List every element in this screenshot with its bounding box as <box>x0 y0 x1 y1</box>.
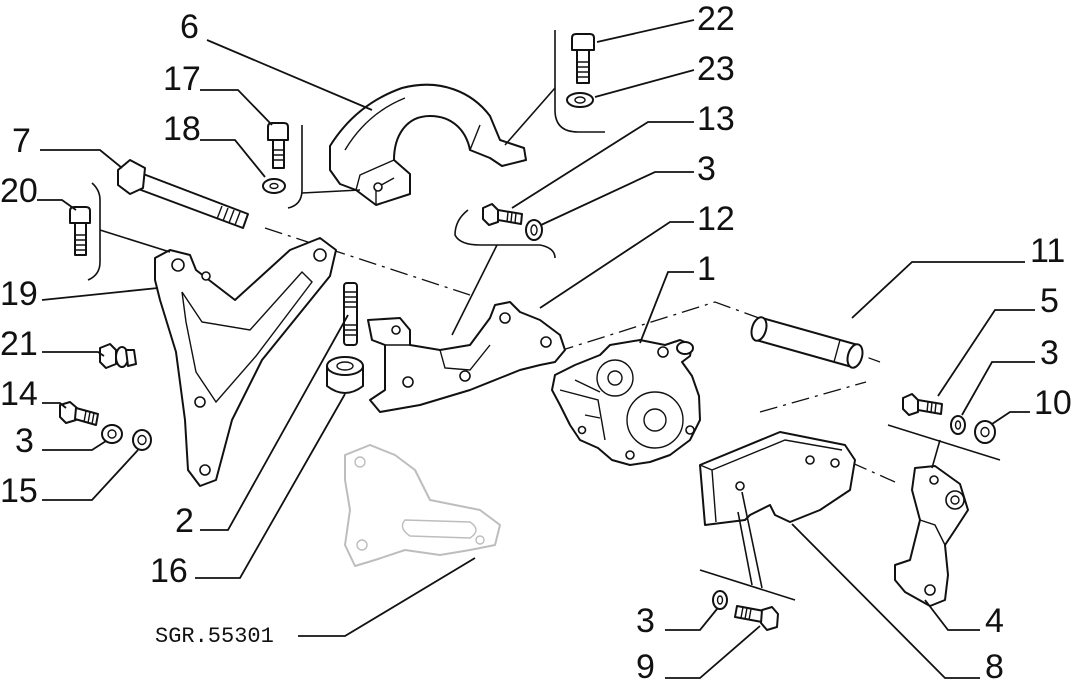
group-pointer-22-23 <box>504 87 556 146</box>
part-19-support-bracket <box>154 237 337 487</box>
callout-3-right: 3 <box>1040 334 1059 372</box>
group-line-3-9 <box>699 569 796 601</box>
leader-line-1 <box>639 271 694 344</box>
leader-line-8 <box>791 523 980 679</box>
group-line-22-23 <box>554 30 605 133</box>
group-line-17-18 <box>287 125 303 209</box>
callout-14: 14 <box>0 375 38 413</box>
part-21-nut-and-washer <box>99 343 137 369</box>
leader-line-3-upper <box>540 171 694 226</box>
part-10-washer <box>974 420 996 444</box>
leader-line-reference <box>298 557 476 637</box>
callout-3-left: 3 <box>15 422 34 460</box>
part-16-bushing <box>326 356 364 394</box>
callout-3-upper: 3 <box>697 150 716 188</box>
callout-17: 17 <box>163 60 201 98</box>
leader-line-12 <box>539 221 694 309</box>
callout-5: 5 <box>1040 282 1059 320</box>
callout-16: 16 <box>150 552 188 590</box>
callout-7: 7 <box>12 122 31 160</box>
part-13-bolt <box>482 203 523 226</box>
leader-line-20 <box>37 199 77 211</box>
leader-line-7 <box>40 149 123 169</box>
group-line-13-3 <box>454 209 556 259</box>
part-3-washer-right <box>950 415 966 435</box>
group-pointer-17-18 <box>301 189 361 194</box>
part-14-bolt <box>59 401 99 426</box>
callout-3-bottom: 3 <box>636 602 655 640</box>
callout-6: 6 <box>180 8 199 46</box>
part-7-long-bolt <box>117 159 249 229</box>
leader-line-11 <box>851 261 1025 319</box>
part-12-pump-bracket <box>367 301 566 413</box>
part-18-spring-washer <box>262 178 286 194</box>
callout-11: 11 <box>1030 232 1065 270</box>
callout-23: 23 <box>697 50 735 88</box>
callout-13: 13 <box>697 100 735 138</box>
part-20-bolt <box>69 206 91 256</box>
leader-line-23 <box>594 69 695 98</box>
group-line-20 <box>87 182 101 281</box>
leader-line-17 <box>200 89 273 126</box>
callout-18: 18 <box>163 110 201 148</box>
group-pointer-5-3-10 <box>931 439 941 469</box>
leader-line-2 <box>200 314 349 531</box>
part-23-spring-washer <box>566 92 594 108</box>
part-15-washer <box>132 429 152 451</box>
group-pointer-3-9-b <box>741 491 763 589</box>
leader-line-16 <box>195 393 346 579</box>
leader-line-9 <box>665 625 761 679</box>
part-9-bolt <box>734 605 779 631</box>
leader-line-4 <box>924 599 980 631</box>
part-3-washer-left <box>101 424 123 444</box>
leader-line-3-right <box>961 361 1035 416</box>
part-11-spacer-tube <box>750 316 864 369</box>
part-2-stud <box>343 282 358 346</box>
leader-lines <box>37 19 1035 679</box>
callout-19: 19 <box>0 275 38 313</box>
part-22-bolt <box>571 33 595 84</box>
assembly-centerlines <box>264 227 896 483</box>
callout-2: 2 <box>175 502 194 540</box>
part-3-washer-bottom <box>712 590 728 610</box>
group-line-5-3-10 <box>887 424 1001 461</box>
leader-line-21 <box>42 351 105 357</box>
part-17-bolt <box>267 122 289 169</box>
callout-8: 8 <box>985 648 1004 684</box>
leader-line-6 <box>206 39 373 111</box>
group-pointer-20 <box>99 229 171 253</box>
callout-22: 22 <box>697 0 735 38</box>
callout-15: 15 <box>0 472 38 510</box>
reference-phantom-bracket <box>344 444 501 567</box>
leader-line-14 <box>42 402 67 409</box>
part-4-link-bracket <box>894 465 969 607</box>
leader-line-5 <box>937 309 1035 397</box>
callout-12: 12 <box>697 200 735 238</box>
callout-4: 4 <box>985 602 1004 640</box>
part-5-bolt <box>902 393 943 416</box>
callout-9: 9 <box>636 648 655 684</box>
group-pointer-13-3 <box>451 244 498 336</box>
callout-21: 21 <box>0 325 38 363</box>
part-3-washer-upper <box>525 219 543 241</box>
group-pointer-3-9-a <box>737 511 753 586</box>
callout-10: 10 <box>1034 384 1072 422</box>
group-indicator-lines <box>87 30 1001 601</box>
leader-line-3-left <box>42 440 107 451</box>
callout-20: 20 <box>0 172 38 210</box>
leader-line-22 <box>596 19 695 43</box>
leader-line-13 <box>511 121 694 209</box>
leader-line-10 <box>991 411 1030 425</box>
reference-code: SGR.55301 <box>155 624 274 649</box>
part-6-saddle-bracket <box>329 83 527 206</box>
part-1-steering-pump <box>551 339 701 466</box>
leader-line-19 <box>41 287 159 301</box>
leader-line-18 <box>200 139 266 178</box>
leader-line-15 <box>42 449 139 501</box>
leader-line-3-bottom <box>665 608 718 631</box>
part-8-mounting-bracket <box>699 431 856 526</box>
callout-1: 1 <box>697 250 716 288</box>
